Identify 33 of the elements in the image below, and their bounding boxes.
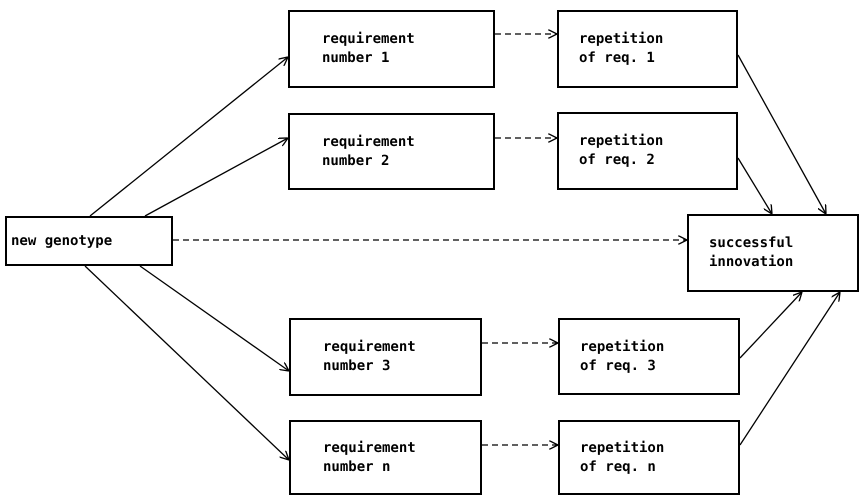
arrow: [737, 54, 827, 215]
arrow: [140, 265, 290, 372]
arrow: [84, 266, 290, 461]
arrow: [739, 291, 841, 446]
arrow: [740, 291, 803, 358]
process-box: [289, 318, 482, 396]
box-label: repetition of req. 2: [579, 132, 664, 170]
process-box: [558, 420, 740, 495]
process-box: [557, 112, 738, 190]
process-box: [288, 10, 495, 88]
arrow: [495, 132, 558, 144]
process-box: [687, 214, 859, 292]
arrow: [90, 56, 289, 216]
box-label: requirement number 2: [322, 132, 416, 170]
arrow: [737, 158, 773, 215]
process-box: [289, 420, 482, 495]
box-label: requirement number 1: [322, 30, 416, 68]
box-label: requirement number 3: [323, 338, 417, 376]
box-label: repetition of req. 1: [579, 30, 664, 68]
arrow: [495, 28, 558, 40]
box-label: repetition of req. n: [580, 438, 666, 476]
process-box: [558, 318, 740, 395]
box-label: requirement number n: [323, 438, 417, 476]
process-box: [5, 216, 173, 266]
process-box: [288, 113, 495, 190]
arrow: [482, 338, 559, 348]
arrow: [173, 234, 688, 246]
box-label: successful innovation: [709, 234, 794, 272]
process-box: [557, 10, 738, 88]
arrow: [482, 440, 559, 450]
arrow: [144, 137, 289, 217]
box-label: new genotype: [11, 232, 112, 250]
box-label: repetition of req. 3: [580, 338, 666, 376]
